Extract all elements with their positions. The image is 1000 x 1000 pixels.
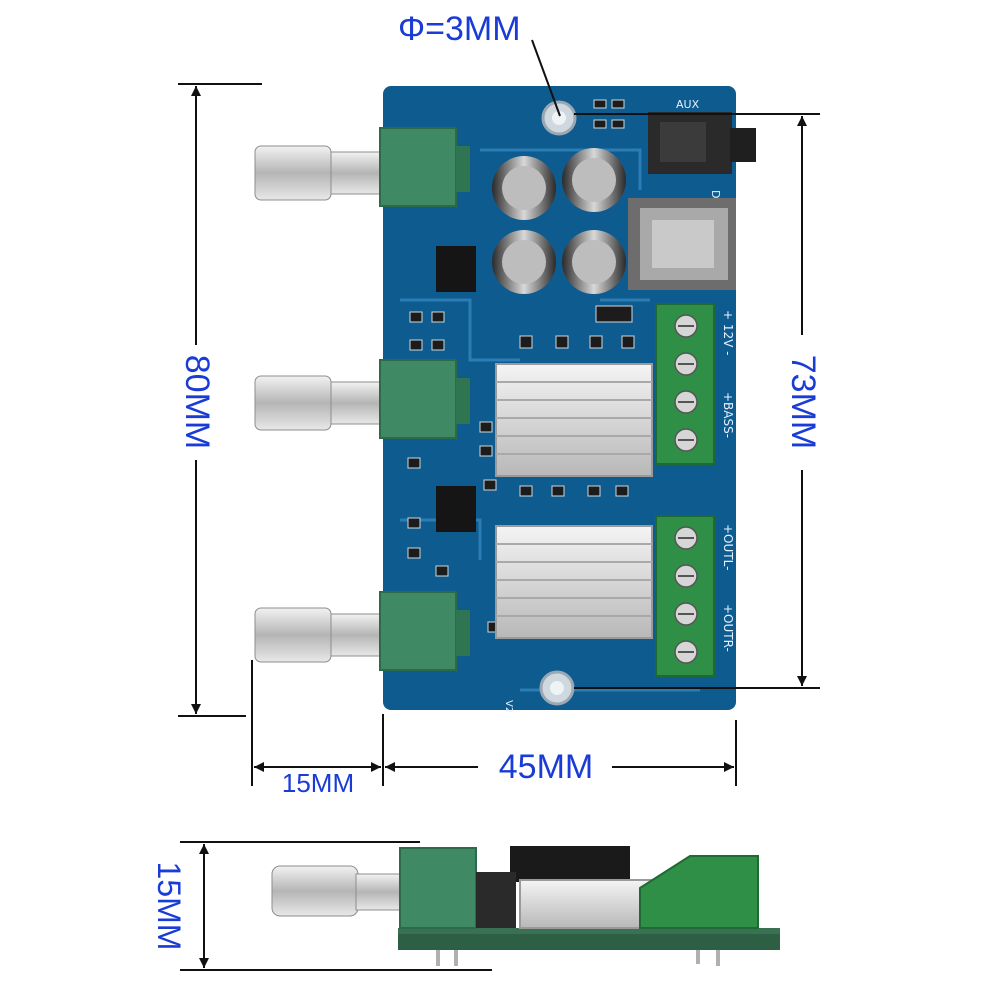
heatsink-2 [495, 525, 653, 639]
ic-chip-1 [436, 246, 476, 292]
capacitors [492, 148, 626, 294]
dc-jack [628, 198, 736, 290]
pcb-side-view [271, 846, 780, 966]
potentiometer-1 [254, 127, 470, 207]
pcb-traces [400, 148, 700, 692]
silk-version: V2 [503, 700, 514, 713]
pcb-top-view: AUX DC [254, 86, 756, 713]
potentiometer-3 [254, 591, 470, 671]
board-height-label: 80MM [178, 355, 216, 449]
hole-diameter-label: Φ=3MM [398, 10, 521, 48]
side-capacitors [510, 846, 630, 882]
side-knob-shaft [271, 865, 359, 917]
hole-spacing-label: 73MM [784, 355, 822, 449]
silk-aux: AUX [676, 98, 700, 111]
potentiometer-2 [254, 359, 470, 439]
aux-jack [648, 112, 756, 174]
smd-components [407, 99, 635, 633]
knob-length-label: 15MM [282, 768, 354, 798]
terminal-block-power-bass [655, 303, 715, 465]
side-pcb-board [398, 934, 780, 950]
ic-chip-2 [436, 486, 476, 532]
silk-power: + 12V - [721, 310, 735, 356]
side-terminal-block [639, 855, 759, 929]
dimension-lines [178, 39, 820, 971]
silk-outl: +OUTL- [721, 524, 735, 570]
heatsink-1 [495, 363, 653, 477]
side-pot-body [399, 847, 477, 929]
silk-outr: +OUTR- [721, 604, 735, 652]
terminal-block-outputs [655, 515, 715, 677]
silk-bass: +BASS- [721, 392, 735, 438]
side-height-label: 15MM [151, 862, 187, 951]
board-width-label: 45MM [499, 748, 593, 786]
